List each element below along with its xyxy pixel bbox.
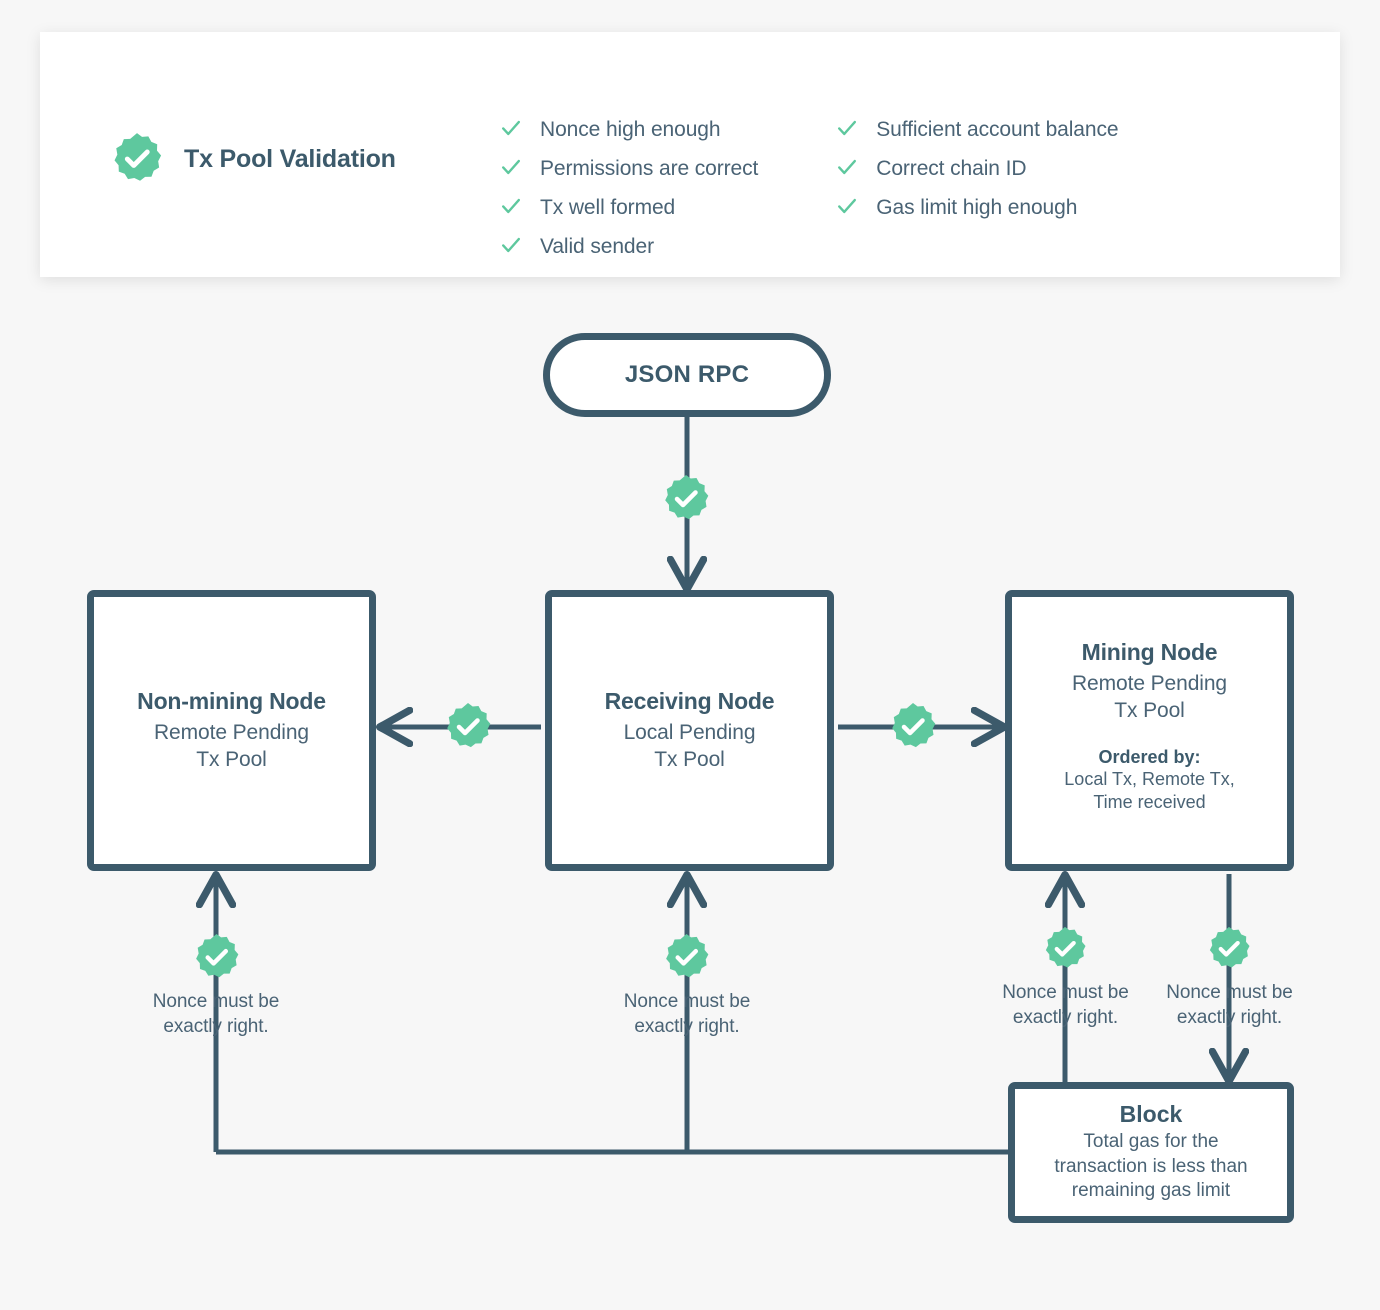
node-json-rpc-label: JSON RPC — [624, 361, 750, 388]
check-seal-icon — [110, 132, 164, 186]
checklist-column-right: Sufficient account balance Correct chain… — [836, 112, 1119, 265]
card-title-group: Tx Pool Validation — [110, 132, 396, 186]
page-title: Tx Pool Validation — [184, 144, 396, 173]
checklist-column-left: Nonce high enough Permissions are correc… — [500, 112, 758, 265]
node-receiving-subtitle: Local Pending Tx Pool — [623, 720, 756, 771]
node-mining-ordered-value: Local Tx, Remote Tx, Time received — [1064, 768, 1235, 812]
checklist-item-label: Gas limit high enough — [876, 196, 1078, 219]
checklist-item: Gas limit high enough — [836, 190, 1118, 226]
checklist-item-label: Permissions are correct — [540, 157, 759, 180]
checklist-item-label: Correct chain ID — [876, 157, 1027, 180]
check-seal-icon — [1042, 926, 1088, 972]
node-receiving[interactable]: Receiving Node Local Pending Tx Pool — [545, 590, 834, 871]
checkmark-icon — [836, 156, 858, 183]
check-seal-icon — [661, 474, 711, 524]
checkmark-icon — [500, 117, 522, 144]
checklist-item-label: Tx well formed — [540, 196, 676, 219]
check-seal-icon — [888, 702, 938, 752]
node-json-rpc[interactable]: JSON RPC — [543, 333, 831, 417]
check-seal-icon — [662, 933, 711, 982]
checklist-item: Correct chain ID — [836, 151, 1118, 187]
checkmark-icon — [500, 234, 522, 261]
node-non-mining[interactable]: Non-mining Node Remote Pending Tx Pool — [87, 590, 376, 871]
node-block[interactable]: Block Total gas for the transaction is l… — [1008, 1082, 1294, 1223]
check-seal-icon — [443, 702, 493, 752]
checklist-item: Sufficient account balance — [836, 112, 1119, 148]
node-mining-ordered-label: Ordered by: — [1098, 746, 1201, 767]
checklist-item: Nonce high enough — [500, 112, 758, 148]
checklist-item: Valid sender — [500, 229, 758, 265]
caption-nonce-non-mining: Nonce must be exactly right. — [152, 991, 280, 1037]
checklist-item-label: Nonce high enough — [540, 118, 721, 141]
check-seal-icon — [1206, 926, 1252, 972]
checkmark-icon — [836, 117, 858, 144]
checklist-item-label: Valid sender — [540, 235, 654, 258]
checkmark-icon — [500, 195, 522, 222]
caption-nonce-block: Nonce must be exactly right. — [1166, 982, 1293, 1028]
checklist-item-label: Sufficient account balance — [876, 118, 1119, 141]
checklist-item: Permissions are correct — [500, 151, 758, 187]
checklist-item: Tx well formed — [500, 190, 758, 226]
check-seal-icon — [192, 933, 241, 982]
tx-pool-validation-card: Tx Pool Validation Nonce high enough Per… — [40, 32, 1340, 277]
node-mining[interactable]: Mining Node Remote Pending Tx Pool Order… — [1005, 590, 1294, 871]
node-mining-subtitle: Remote Pending Tx Pool — [1071, 672, 1228, 722]
caption-nonce-receiving: Nonce must be exactly right. — [623, 991, 751, 1037]
node-mining-title: Mining Node — [1081, 639, 1218, 665]
node-receiving-title: Receiving Node — [604, 687, 775, 714]
node-block-subtitle: Total gas for the transaction is less th… — [1054, 1130, 1248, 1202]
node-non-mining-subtitle: Remote Pending Tx Pool — [153, 720, 310, 771]
checkmark-icon — [836, 195, 858, 222]
node-block-title: Block — [1119, 1100, 1183, 1127]
caption-nonce-mining: Nonce must be exactly right. — [1002, 982, 1129, 1028]
validation-checklist: Nonce high enough Permissions are correc… — [500, 112, 1119, 265]
checkmark-icon — [500, 156, 522, 183]
node-non-mining-title: Non-mining Node — [137, 687, 326, 714]
